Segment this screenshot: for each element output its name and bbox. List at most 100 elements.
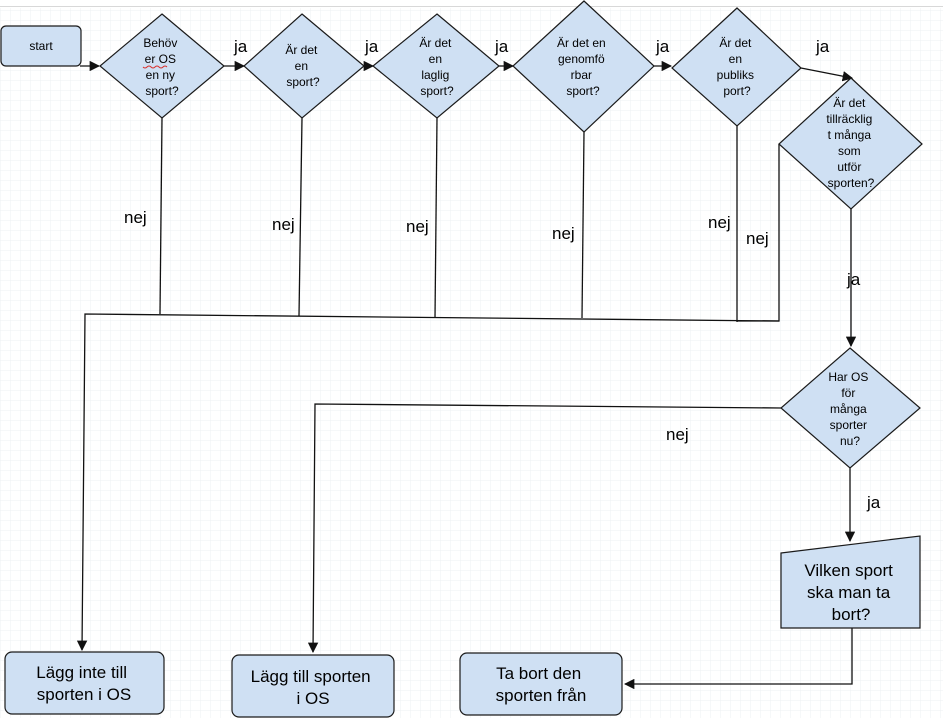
label-yes-q2: ja	[364, 37, 379, 56]
q1-line-0: Behöv	[143, 36, 177, 50]
decision-shape	[372, 13, 500, 119]
q2-line-0: Är det	[285, 43, 318, 57]
decision-label: Är det en genomfö rbar sport?	[557, 36, 609, 98]
q7-line-0: Har OS	[828, 370, 868, 384]
decision-shape	[243, 13, 365, 119]
decision-too-many-sports[interactable]: Har OS för många sporter nu?	[780, 347, 921, 469]
end1-line-0: Lägg inte till	[36, 663, 127, 682]
q5-line-1: en	[729, 52, 742, 66]
decision-shape	[671, 7, 802, 127]
input-line-2: bort?	[832, 605, 871, 624]
decision-label: Är det tillräcklig t många som utför spo…	[826, 96, 875, 190]
input-shape	[780, 535, 921, 629]
decision-enough-participants[interactable]: Är det tillräcklig t många som utför spo…	[778, 77, 923, 210]
q2-line-2: sport?	[286, 75, 320, 89]
label-yes-q7: ja	[866, 493, 881, 512]
label-yes-q1: ja	[233, 37, 248, 56]
q1-line-3: sport?	[145, 84, 179, 98]
label-yes-q6: ja	[846, 270, 861, 289]
input-label: Vilken sport ska man ta bort?	[804, 561, 897, 624]
label-no-q2: nej	[272, 215, 295, 234]
edge-q4-no[interactable]	[581, 131, 585, 319]
label-no-q6: nej	[746, 229, 769, 248]
spellcheck-underline	[142, 65, 168, 69]
label-no-q4: nej	[552, 224, 575, 243]
label-yes-q5: ja	[815, 37, 830, 56]
input-which-sport-to-remove[interactable]: Vilken sport ska man ta bort?	[780, 535, 921, 629]
end2-line-0: Lägg till sporten	[251, 667, 371, 686]
q4-line-3: sport?	[566, 84, 600, 98]
q6-line-0: Är det	[833, 96, 866, 110]
q4-line-1: genomfö	[558, 52, 605, 66]
start-line-0: start	[29, 39, 53, 53]
input-line-1: ska man ta	[807, 583, 891, 602]
decision-shape	[512, 0, 655, 133]
decision-is-sport[interactable]: Är det en sport?	[243, 13, 365, 119]
q3-line-1: en	[429, 52, 442, 66]
decision-label: Är det en publiks port?	[717, 36, 758, 98]
decision-needs-new-sport[interactable]: Behöv er OS en ny sport?	[99, 13, 225, 119]
end3-line-0: Ta bort den	[496, 664, 581, 683]
start-label: start	[29, 39, 53, 53]
q7-line-4: nu?	[840, 434, 860, 448]
decision-label: Har OS för många sporter nu?	[828, 370, 871, 448]
decision-label: Är det en laglig sport?	[419, 36, 454, 98]
q6-line-3: som	[838, 144, 861, 158]
q5-line-2: publiks	[717, 68, 754, 82]
label-no-q1: nej	[124, 208, 147, 227]
label-no-q5: nej	[708, 213, 731, 232]
q7-line-3: sporter	[830, 418, 867, 432]
decision-shape	[778, 77, 923, 210]
decision-is-feasible-sport[interactable]: Är det en genomfö rbar sport?	[512, 0, 655, 133]
q4-line-0: Är det en	[557, 36, 606, 50]
q6-line-1: tillräcklig	[826, 112, 872, 126]
end-label: Lägg inte till sporten i OS	[36, 663, 131, 704]
q3-line-3: sport?	[420, 84, 454, 98]
canvas-top-border	[0, 6, 943, 7]
q3-line-0: Är det	[419, 36, 452, 50]
end-shape	[231, 654, 395, 718]
q4-line-2: rbar	[571, 68, 592, 82]
decision-label: Är det en sport?	[285, 43, 320, 89]
decision-shape	[780, 347, 921, 469]
q6-line-5: sporten?	[828, 176, 875, 190]
q5-line-3: port?	[723, 84, 751, 98]
q5-line-0: Är det	[719, 36, 752, 50]
end-add-sport[interactable]: Lägg till sporten i OS	[231, 654, 395, 718]
edge-labels: ja ja ja ja ja ja ja nej nej nej nej nej…	[124, 37, 881, 512]
q6-line-4: utför	[837, 160, 861, 174]
q7-line-1: för	[841, 386, 855, 400]
edge-q5-q6[interactable]	[800, 67, 854, 82]
end-shape	[459, 652, 623, 716]
end2-line-1: i OS	[296, 689, 329, 708]
end-label: Lägg till sporten i OS	[251, 667, 376, 708]
edge-q2-no[interactable]	[298, 117, 303, 317]
edge-q1-no[interactable]	[159, 117, 163, 315]
q2-line-1: en	[295, 59, 308, 73]
edge-q3-no[interactable]	[434, 117, 438, 319]
label-no-q7: nej	[666, 425, 689, 444]
end-do-not-add[interactable]: Lägg inte till sporten i OS	[4, 651, 165, 715]
q3-line-2: laglig	[421, 68, 449, 82]
edge-no-collector[interactable]	[76, 313, 780, 652]
label-yes-q3: ja	[494, 37, 509, 56]
end1-line-1: sporten i OS	[37, 685, 132, 704]
end-label: Ta bort den sporten från	[496, 664, 587, 705]
label-yes-q4: ja	[655, 37, 670, 56]
decision-is-legal-sport[interactable]: Är det en laglig sport?	[372, 13, 500, 119]
end3-line-1: sporten från	[496, 686, 587, 705]
edge-q7-end2[interactable]	[307, 403, 782, 654]
q6-line-2: t många	[828, 128, 872, 142]
input-line-0: Vilken sport	[804, 561, 893, 580]
start-node[interactable]: start	[0, 25, 82, 67]
decision-is-spectator-sport[interactable]: Är det en publiks port?	[671, 7, 802, 127]
edge-input-end3[interactable]	[623, 628, 853, 690]
q7-line-2: många	[830, 402, 867, 416]
q1-line-2: en ny	[146, 68, 175, 82]
decision-shape	[99, 13, 225, 119]
label-no-q3: nej	[406, 217, 429, 236]
end-shape	[4, 651, 165, 715]
end-remove-sport[interactable]: Ta bort den sporten från	[459, 652, 623, 716]
q1-line-1: er OS	[145, 52, 176, 66]
